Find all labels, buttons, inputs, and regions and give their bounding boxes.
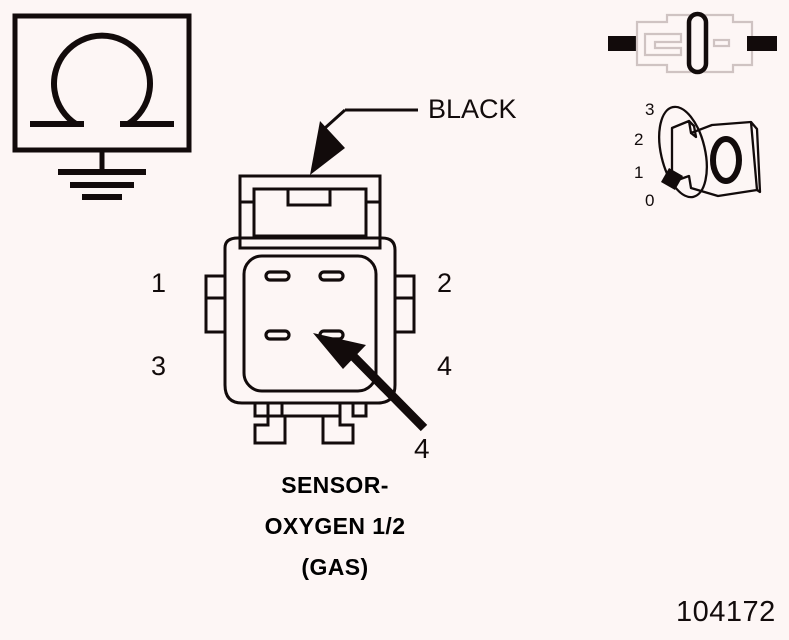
pin-label-3: 3 bbox=[151, 351, 167, 381]
pin-label-1: 1 bbox=[151, 268, 167, 298]
cavity-3 bbox=[264, 329, 291, 341]
figure-id: 104172 bbox=[676, 596, 776, 628]
wire-color-label: BLACK bbox=[428, 94, 517, 124]
ignition-key-switch-icon bbox=[658, 105, 762, 199]
connector-caption: SENSOR- OXYGEN 1/2 (GAS) bbox=[185, 472, 485, 595]
caption-line-2: OXYGEN 1/2 bbox=[264, 513, 406, 539]
key-position-3: 3 bbox=[645, 100, 655, 119]
cavity-2 bbox=[318, 270, 345, 282]
pin-label-2: 2 bbox=[437, 268, 453, 298]
pin-label-4: 4 bbox=[437, 351, 453, 381]
key-position-2: 2 bbox=[634, 130, 644, 149]
key-position-0: 0 bbox=[645, 191, 655, 210]
key-position-1: 1 bbox=[634, 163, 644, 182]
ohmmeter-symbol bbox=[12, 13, 192, 200]
pin-callout-leader bbox=[313, 333, 428, 432]
caption-line-3: (GAS) bbox=[301, 554, 369, 580]
wire-color-leader bbox=[310, 108, 418, 175]
oxygen-sensor-connector bbox=[204, 174, 416, 445]
pin-callout-label: 4 bbox=[414, 433, 430, 464]
connector-disconnected-icon bbox=[608, 11, 777, 75]
caption-line-1: SENSOR- bbox=[281, 472, 389, 498]
cavity-1 bbox=[264, 270, 291, 282]
